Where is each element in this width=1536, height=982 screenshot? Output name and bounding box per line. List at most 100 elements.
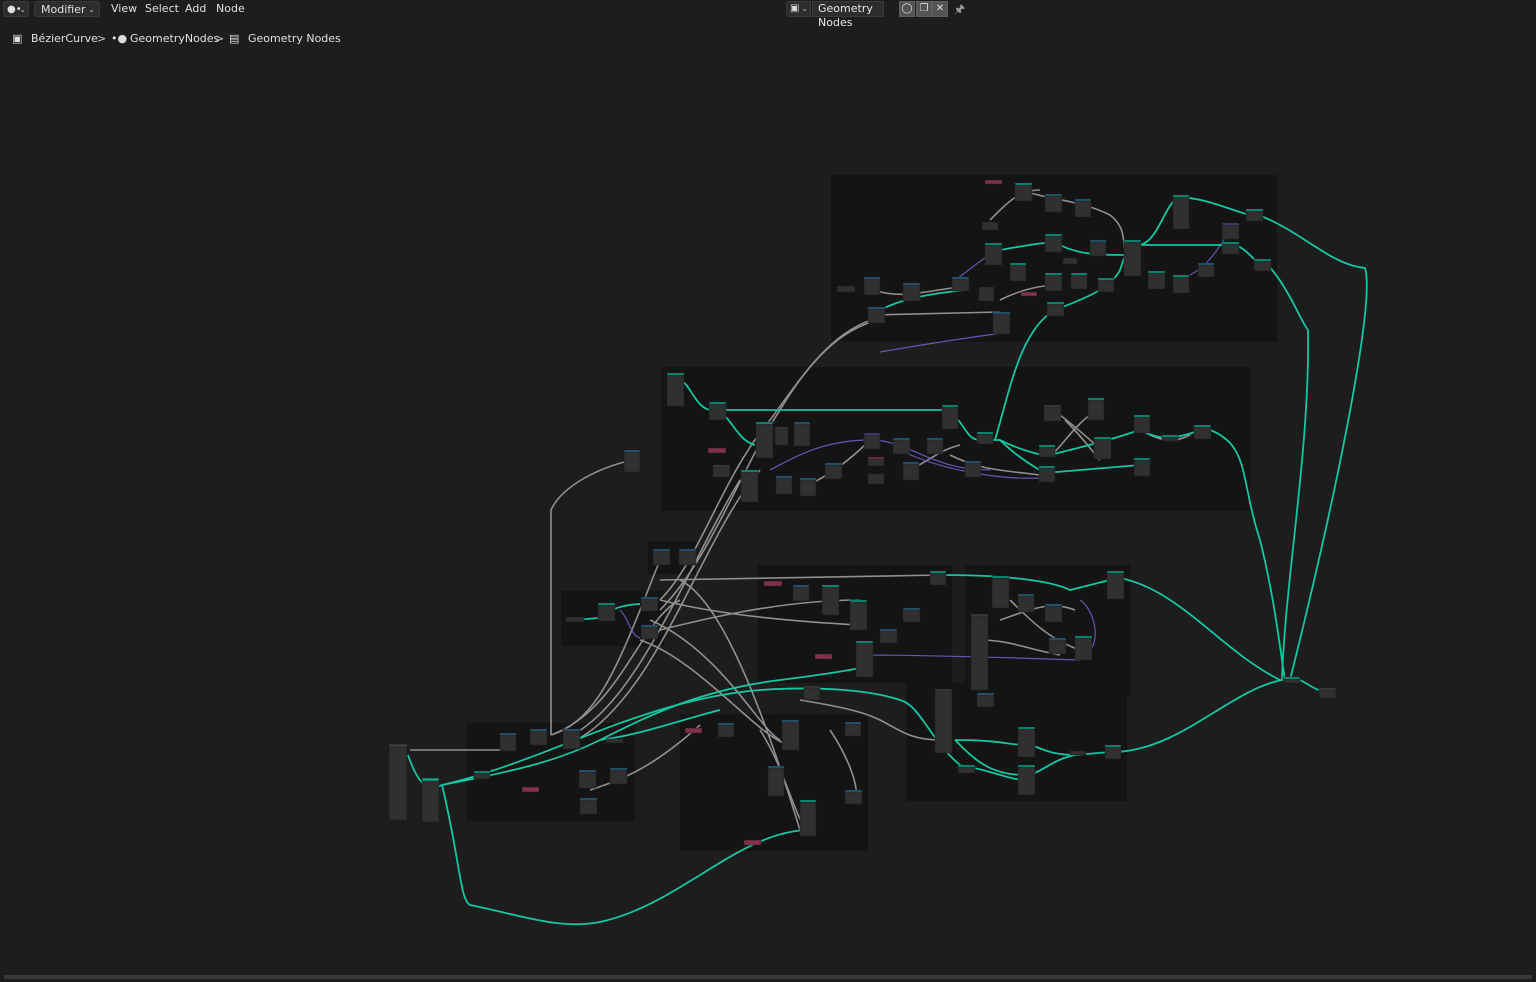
- node[interactable]: [1221, 241, 1240, 255]
- node[interactable]: [562, 728, 581, 750]
- node[interactable]: [1070, 272, 1088, 290]
- node[interactable]: [1046, 301, 1065, 317]
- node[interactable]: [844, 789, 863, 805]
- node[interactable]: [1193, 424, 1212, 440]
- node[interactable]: [781, 719, 800, 751]
- node[interactable]: [879, 628, 898, 644]
- node[interactable]: [743, 839, 762, 846]
- node-group-output[interactable]: [1282, 676, 1301, 684]
- node[interactable]: [984, 179, 1003, 185]
- node[interactable]: [1087, 397, 1105, 421]
- node[interactable]: [652, 548, 671, 566]
- node[interactable]: [1020, 291, 1038, 297]
- menu-select[interactable]: Select: [145, 2, 179, 15]
- node[interactable]: [902, 461, 920, 481]
- node[interactable]: [774, 426, 789, 446]
- node[interactable]: [964, 460, 982, 478]
- node[interactable]: [708, 401, 727, 421]
- node[interactable]: [775, 475, 793, 495]
- node[interactable]: [640, 624, 659, 640]
- node[interactable]: [902, 282, 921, 302]
- node[interactable]: [934, 688, 953, 754]
- node[interactable]: [793, 421, 811, 447]
- menu-node[interactable]: Node: [216, 2, 245, 15]
- node[interactable]: [1014, 182, 1033, 202]
- node[interactable]: [976, 692, 995, 708]
- node[interactable]: [597, 602, 616, 622]
- node[interactable]: [1133, 457, 1151, 477]
- node[interactable]: [609, 767, 628, 785]
- node[interactable]: [814, 653, 833, 660]
- node[interactable]: [1245, 208, 1264, 222]
- node[interactable]: [565, 616, 585, 623]
- node[interactable]: [978, 286, 995, 302]
- node[interactable]: [867, 456, 885, 467]
- fake-user-shield-icon[interactable]: ◯: [899, 1, 915, 17]
- node[interactable]: [767, 765, 785, 797]
- node[interactable]: [799, 477, 817, 497]
- node[interactable]: [1038, 444, 1056, 458]
- node[interactable]: [1253, 258, 1272, 272]
- node[interactable]: [892, 437, 911, 455]
- node[interactable]: [755, 421, 774, 459]
- node[interactable]: [521, 786, 540, 793]
- node[interactable]: [976, 431, 994, 445]
- node[interactable]: [684, 727, 703, 734]
- node[interactable]: [1172, 194, 1190, 230]
- node[interactable]: [1017, 593, 1035, 613]
- node[interactable]: [1133, 414, 1151, 434]
- node[interactable]: [578, 769, 597, 789]
- node[interactable]: [929, 570, 947, 586]
- node[interactable]: [712, 464, 731, 478]
- node[interactable]: [799, 799, 817, 837]
- node[interactable]: [836, 285, 856, 293]
- node[interactable]: [579, 797, 598, 815]
- node[interactable]: [981, 221, 999, 231]
- node[interactable]: [678, 548, 697, 566]
- frame-right-mid[interactable]: [965, 565, 1130, 695]
- node[interactable]: [991, 575, 1010, 609]
- node[interactable]: [1043, 404, 1062, 422]
- node[interactable]: [792, 584, 810, 602]
- node[interactable]: [666, 372, 685, 407]
- node[interactable]: [1062, 257, 1078, 265]
- editor-type-dropdown[interactable]: ●• ⌄: [3, 1, 29, 17]
- node[interactable]: [1038, 465, 1056, 483]
- node[interactable]: [1147, 270, 1166, 290]
- unlink-x-icon[interactable]: ✕: [932, 1, 948, 17]
- node[interactable]: [867, 473, 885, 485]
- node[interactable]: [529, 728, 548, 746]
- horizontal-scrollbar[interactable]: [4, 975, 1532, 979]
- node[interactable]: [1161, 434, 1179, 442]
- node[interactable]: [824, 462, 843, 480]
- node[interactable]: [867, 306, 886, 324]
- node[interactable]: [803, 685, 821, 701]
- node[interactable]: [863, 432, 881, 450]
- node[interactable]: [605, 738, 624, 744]
- node-group-name-field[interactable]: Geometry Nodes: [812, 1, 884, 29]
- node-curve-input[interactable]: [421, 777, 440, 823]
- node[interactable]: [821, 584, 840, 616]
- node[interactable]: [951, 276, 970, 292]
- node[interactable]: [499, 732, 517, 752]
- node[interactable]: [849, 599, 868, 631]
- node[interactable]: [473, 770, 491, 780]
- node[interactable]: [1221, 222, 1240, 240]
- node[interactable]: [855, 640, 874, 678]
- menu-add[interactable]: Add: [185, 2, 207, 15]
- mode-dropdown[interactable]: Modifier ⌄: [34, 1, 100, 17]
- node[interactable]: [1017, 764, 1036, 796]
- node[interactable]: [707, 447, 727, 454]
- node[interactable]: [1123, 239, 1142, 277]
- node[interactable]: [902, 607, 921, 623]
- node-viewer[interactable]: [1318, 687, 1337, 699]
- node[interactable]: [1009, 262, 1027, 282]
- node[interactable]: [1044, 603, 1063, 623]
- node[interactable]: [1044, 272, 1063, 292]
- node[interactable]: [863, 276, 881, 296]
- node[interactable]: [941, 404, 959, 430]
- node[interactable]: [1074, 198, 1092, 218]
- node[interactable]: [970, 613, 989, 691]
- node[interactable]: [1093, 436, 1112, 460]
- pin-icon[interactable]: 🖈: [954, 2, 966, 16]
